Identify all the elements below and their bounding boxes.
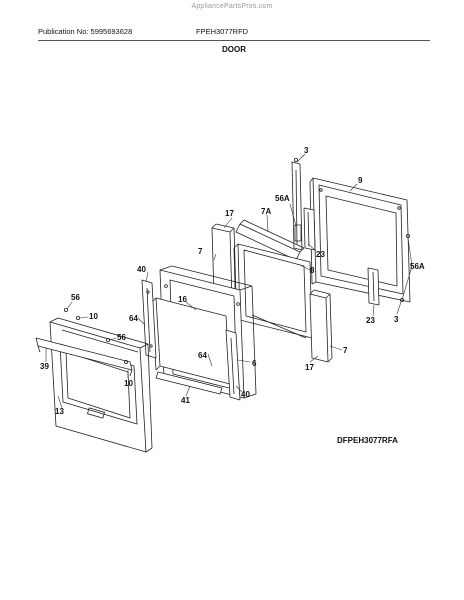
callout-64-mid: 64: [198, 351, 207, 360]
callout-56-top: 56: [71, 293, 80, 302]
door-handle: [35, 337, 133, 377]
insulation-right: [309, 289, 333, 363]
callout-7-right: 7: [343, 346, 348, 355]
outer-door: [49, 317, 153, 453]
callout-39: 39: [40, 362, 49, 371]
bottom-trim: [155, 371, 223, 395]
callout-17-bottom: 17: [305, 363, 314, 372]
callout-3-bottom: 3: [394, 315, 399, 324]
callout-10-bottom: 10: [124, 379, 133, 388]
side-bracket-left: [141, 279, 157, 359]
callout-56a-top: 56A: [275, 194, 290, 203]
hinge-receptacle-left: [303, 207, 316, 251]
callout-64-left: 64: [129, 314, 138, 323]
diagram-reference-code: DFPEH3077RFA: [337, 436, 398, 445]
hinge-receptacle-right: [367, 267, 380, 306]
callout-40-top: 40: [137, 265, 146, 274]
callout-3-top: 3: [304, 146, 309, 155]
section-title: DOOR: [222, 45, 246, 54]
callout-6: 6: [252, 359, 257, 368]
callout-13: 13: [55, 407, 64, 416]
callout-8: 8: [310, 266, 315, 275]
header-divider: [38, 40, 430, 41]
side-bracket-right: [225, 329, 241, 401]
publication-number: Publication No: 5995693628: [38, 27, 133, 36]
model-number: FPEH3077RFD: [196, 27, 249, 36]
inner-door-frame: [309, 177, 411, 303]
callout-23-top: 23: [316, 250, 325, 259]
callout-56a-right: 56A: [410, 262, 425, 271]
callout-41: 41: [181, 396, 190, 405]
gasket-strip: [251, 314, 307, 339]
leader-lines: [45, 153, 413, 409]
callout-7a: 7A: [261, 207, 271, 216]
door-hinge-left: [291, 161, 303, 251]
screws: [64, 157, 410, 364]
callout-7-left: 7: [198, 247, 203, 256]
source-watermark: AppliancePartsPros.com: [191, 3, 273, 10]
callout-9: 9: [358, 176, 363, 185]
callout-16: 16: [178, 295, 187, 304]
callout-23-bottom: 23: [366, 316, 375, 325]
callout-17-top: 17: [225, 209, 234, 218]
callout-40-bottom: 40: [241, 390, 250, 399]
callout-56-mid: 56: [117, 333, 126, 342]
callout-10-top: 10: [89, 312, 98, 321]
